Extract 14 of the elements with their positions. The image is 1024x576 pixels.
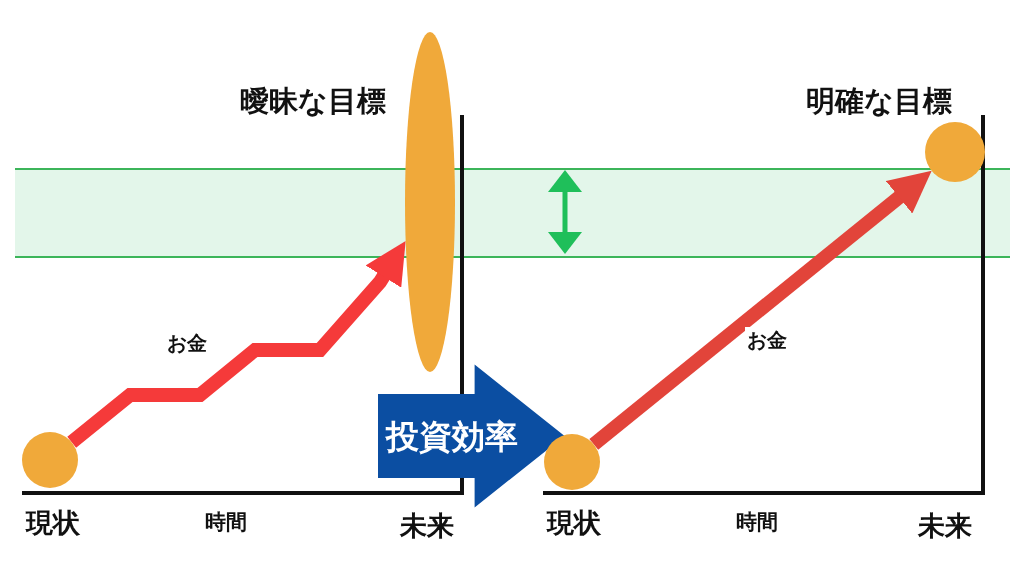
edge-label: お金 xyxy=(165,330,209,357)
edge-label: 投資効率 xyxy=(386,416,518,458)
edge-label: お金 xyxy=(745,327,789,354)
growth-arrow xyxy=(67,240,406,448)
axis-label: 時間 xyxy=(736,509,778,536)
axis-label: 未来 xyxy=(400,509,454,543)
axis-label: 現状 xyxy=(547,506,601,540)
axis-label: 現状 xyxy=(26,506,80,540)
axis-label: 時間 xyxy=(205,509,247,536)
growth-arrow xyxy=(589,170,932,450)
goal-heading: 明確な目標 xyxy=(806,83,952,120)
goal-heading: 曖昧な目標 xyxy=(240,83,386,120)
block-arrow xyxy=(378,364,565,508)
axis-label: 未来 xyxy=(918,509,972,543)
